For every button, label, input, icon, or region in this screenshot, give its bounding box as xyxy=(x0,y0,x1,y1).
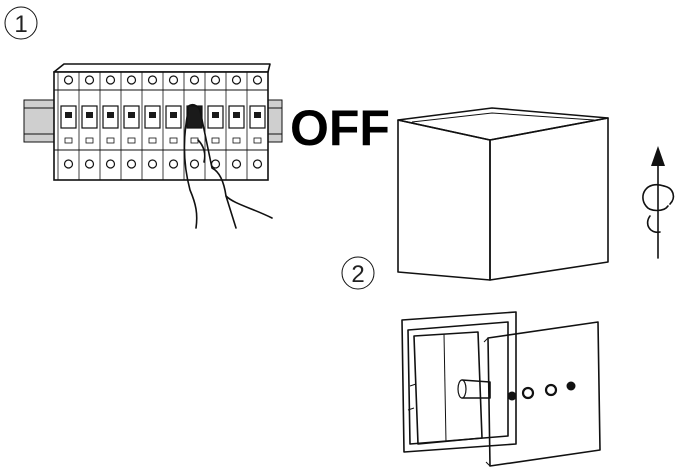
screw-holes xyxy=(507,381,576,401)
hand-pressing-switch xyxy=(183,103,273,229)
lamp-base-plate xyxy=(401,311,601,467)
step-two-number: 2 xyxy=(351,261,364,288)
step-one-badge: 1 xyxy=(4,6,38,40)
rotate-arrow-icon xyxy=(642,146,675,259)
off-label: OFF xyxy=(290,100,390,156)
circuit-breaker-panel xyxy=(23,63,283,181)
step-two-badge: 2 xyxy=(341,256,375,290)
step-one-number: 1 xyxy=(14,11,27,38)
breaker-modules xyxy=(57,72,269,180)
lamp-cover-cube xyxy=(397,107,609,281)
